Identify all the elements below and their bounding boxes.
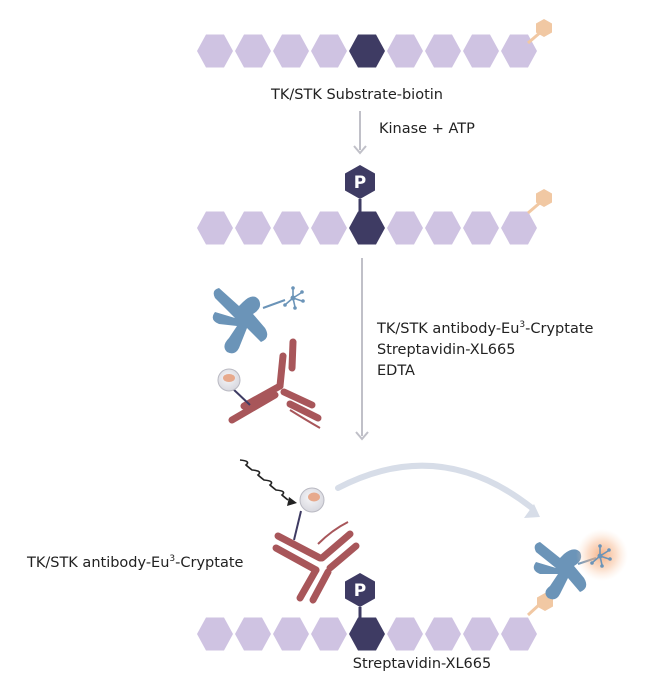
amino-acid-hexagon <box>501 617 537 651</box>
antibody-cryptate-icon-2 <box>272 487 360 604</box>
amino-acid-hexagon <box>501 211 537 245</box>
xl665-fluorophore-icon <box>283 286 305 310</box>
reagent-edta-label: EDTA <box>377 363 415 379</box>
phospho-group-1: P <box>345 165 375 212</box>
biotin-tag-1 <box>527 19 552 45</box>
amino-acid-target-hexagon <box>349 617 385 651</box>
amino-acid-hexagon <box>235 34 271 68</box>
excitation-light-icon <box>239 459 297 506</box>
antibody-cryptate-icon-1 <box>217 338 322 429</box>
antibody-cryptate-label: TK/STK antibody-Eu3-Cryptate <box>26 554 244 571</box>
amino-acid-hexagon <box>425 211 461 245</box>
antibody-y-icon <box>228 338 322 429</box>
substrate-chain-2 <box>197 211 537 245</box>
amino-acid-hexagon <box>425 617 461 651</box>
amino-acid-hexagon <box>273 211 309 245</box>
amino-acid-target-hexagon <box>349 34 385 68</box>
substrate-chain-1 <box>197 34 537 68</box>
amino-acid-hexagon <box>273 34 309 68</box>
arrow-step-2 <box>355 258 369 441</box>
substrate-label: TK/STK Substrate-biotin <box>270 87 443 103</box>
streptavidin-label: Streptavidin-XL665 <box>353 656 491 672</box>
amino-acid-hexagon <box>387 617 423 651</box>
amino-acid-hexagon <box>463 211 499 245</box>
amino-acid-hexagon <box>387 34 423 68</box>
amino-acid-hexagon <box>311 617 347 651</box>
phospho-symbol-1: P <box>354 173 366 193</box>
amino-acid-hexagon <box>197 34 233 68</box>
amino-acid-hexagon <box>311 211 347 245</box>
amino-acid-hexagon <box>425 34 461 68</box>
biotin-tag-2 <box>527 189 552 215</box>
amino-acid-hexagon <box>197 617 233 651</box>
amino-acid-hexagon <box>311 34 347 68</box>
energy-transfer-arrow <box>335 462 540 518</box>
substrate-chain-3 <box>197 617 537 651</box>
amino-acid-hexagon <box>235 617 271 651</box>
amino-acid-target-hexagon <box>349 211 385 245</box>
phospho-group-2: P <box>345 573 375 618</box>
amino-acid-hexagon <box>463 617 499 651</box>
amino-acid-hexagon <box>235 211 271 245</box>
arrow-step-1 <box>353 111 367 155</box>
eu-cryptate-icon <box>217 368 241 392</box>
reagent-streptavidin-label: Streptavidin-XL665 <box>377 342 515 358</box>
eu-cryptate-bound-icon <box>299 487 325 513</box>
phospho-symbol-2: P <box>354 581 366 601</box>
amino-acid-hexagon <box>273 617 309 651</box>
streptavidin-xl665-icon <box>212 286 305 354</box>
amino-acid-hexagon <box>387 211 423 245</box>
kinase-atp-label: Kinase + ATP <box>379 121 475 137</box>
amino-acid-hexagon <box>463 34 499 68</box>
reagent-antibody-label: TK/STK antibody-Eu3-Cryptate <box>376 320 594 337</box>
xl665-emission-glow-icon <box>576 529 628 581</box>
amino-acid-hexagon <box>197 211 233 245</box>
